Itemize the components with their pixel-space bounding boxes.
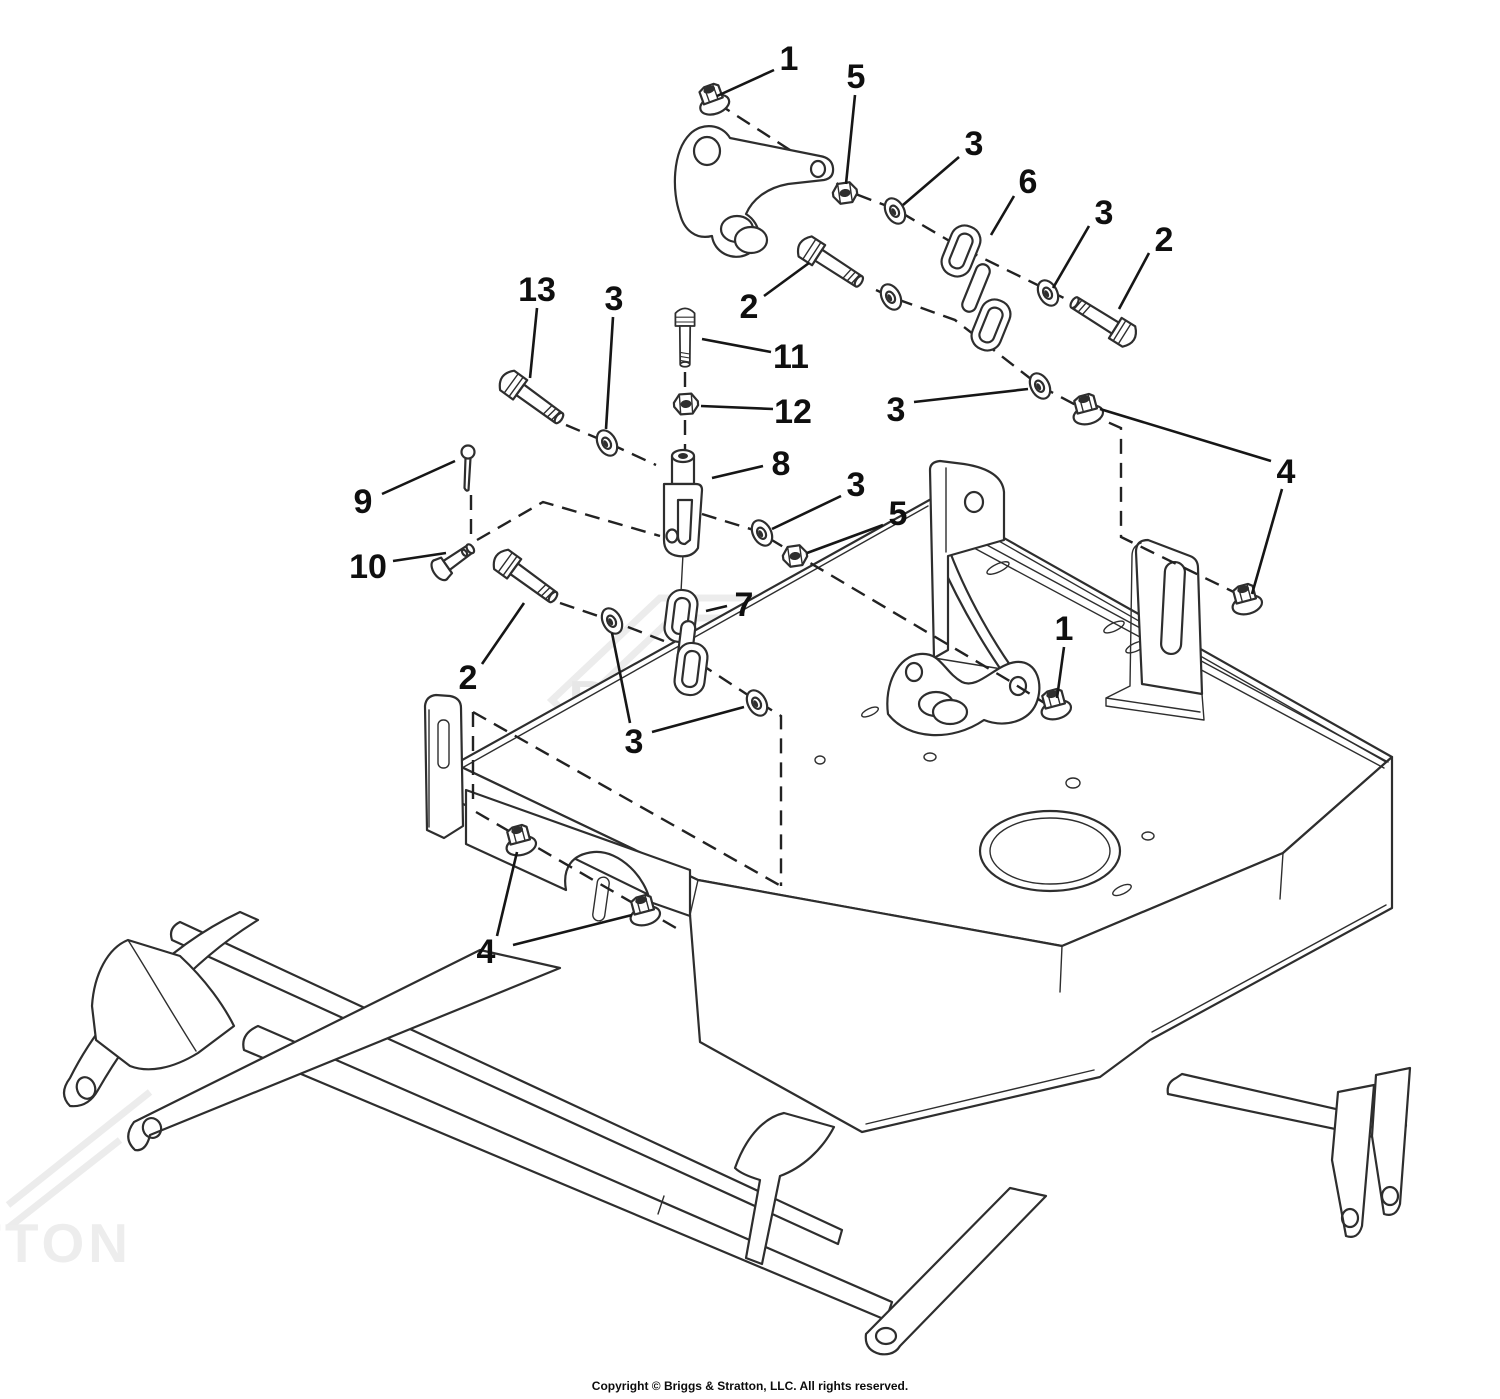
- hex-bolt-2b: [792, 232, 869, 295]
- callout-leader-line: [610, 632, 632, 724]
- clevis-chain-link-line: [680, 553, 684, 593]
- callout-leader-line: [512, 913, 633, 947]
- callout-label-1: 1: [1055, 610, 1074, 648]
- callout-label-3: 3: [847, 466, 866, 504]
- deck-holes: [814, 561, 1155, 897]
- left-slotted-plate: [423, 693, 465, 840]
- centerline-bolt13: [565, 423, 657, 467]
- construction-parallelogram: [471, 710, 782, 888]
- front-rails: [169, 920, 894, 1322]
- callout-leader-line: [1055, 646, 1066, 699]
- callout-label-2: 2: [1155, 221, 1174, 259]
- lift-bracket-exploded: [673, 125, 835, 258]
- hex-nut-5b: [780, 543, 810, 569]
- callout-label-2: 2: [459, 659, 478, 697]
- callout-leader-line: [700, 404, 774, 411]
- callout-leader-line: [528, 307, 539, 379]
- callout-leader-line: [651, 705, 745, 734]
- callout-leader-line: [604, 316, 615, 430]
- callout-label-4: 4: [1277, 453, 1296, 491]
- callout-leader-line: [480, 602, 526, 665]
- callout-label-5: 5: [847, 58, 866, 96]
- callout-leader-line: [701, 337, 772, 354]
- callout-label-3: 3: [1095, 194, 1114, 232]
- flange-nut-4b: [1226, 580, 1266, 619]
- callout-label-10: 10: [349, 548, 387, 586]
- cotter-pin-9: [460, 444, 476, 492]
- callout-label-4: 4: [477, 933, 496, 971]
- callout-leader-line: [771, 494, 842, 531]
- callout-leader-line: [495, 851, 519, 937]
- washer-3h: [591, 425, 623, 461]
- clevis-pin-10: [426, 536, 481, 585]
- callout-label-3: 3: [887, 391, 906, 429]
- callout-label-3: 3: [965, 125, 984, 163]
- callout-label-2: 2: [740, 288, 759, 326]
- centerline-clevis-pin: [469, 495, 661, 542]
- flange-nut-4a: [1067, 390, 1107, 429]
- clevis-8: [662, 448, 704, 558]
- callout-label-13: 13: [518, 271, 556, 309]
- callout-leader-line: [902, 156, 960, 206]
- callout-label-3: 3: [625, 723, 644, 761]
- watermark-fragment-text: TTON: [0, 1212, 132, 1274]
- deck-skirt-seams: [689, 852, 1387, 1125]
- callout-label-7: 7: [735, 586, 754, 624]
- callout-label-11: 11: [773, 338, 809, 376]
- callout-leader-line: [711, 464, 764, 480]
- callout-label-3: 3: [605, 280, 624, 318]
- hardware-layer: [426, 79, 1266, 930]
- callout-leader-line: [1117, 252, 1151, 310]
- chain-6: [936, 220, 1016, 356]
- callout-label-1: 1: [780, 40, 799, 78]
- callout-leader-line: [705, 604, 728, 613]
- callout-leader-line: [392, 551, 447, 563]
- callout-leader-line: [381, 459, 456, 496]
- flange-nut-1a: [692, 79, 733, 120]
- callout-leader-line: [806, 523, 884, 555]
- hex-nut-5a: [830, 180, 860, 206]
- callout-label-8: 8: [772, 445, 791, 483]
- hex-bolt-13: [494, 366, 570, 431]
- rear-slotted-bracket: [1105, 538, 1205, 721]
- hanger-arm-front-mid: [127, 948, 562, 1152]
- copyright-notice: Copyright © Briggs & Stratton, LLC. All …: [591, 1379, 909, 1393]
- callout-leader-line: [989, 195, 1016, 236]
- rear-lift-bracket-installed: [886, 652, 1041, 737]
- callout-leader-line: [1250, 488, 1284, 595]
- hex-nut-12: [672, 392, 700, 416]
- hanger-arm-front-left: [62, 910, 260, 1108]
- washer-3e: [746, 515, 778, 551]
- callout-label-6: 6: [1019, 163, 1038, 201]
- callout-label-5: 5: [889, 495, 908, 533]
- callout-label-12: 12: [774, 393, 812, 431]
- anti-scalp-bracket-left: [90, 938, 236, 1071]
- callout-leader-line: [913, 387, 1029, 404]
- hex-bolt-11: [674, 307, 696, 368]
- washer-3d: [1024, 368, 1056, 404]
- callout-label-9: 9: [354, 483, 373, 521]
- anti-scalp-bracket-right: [1166, 1066, 1412, 1238]
- watermark-fragment-chevron: [5, 1089, 153, 1231]
- hanger-arm-front-center: [864, 1186, 1048, 1356]
- callout-leader-line: [844, 94, 857, 185]
- hex-bolt-2a: [1064, 289, 1142, 351]
- hex-bolt-2c: [488, 545, 564, 610]
- callout-leader-line: [716, 68, 775, 98]
- washer-3a: [879, 193, 911, 229]
- callout-leader-line: [763, 261, 810, 298]
- callout-leader-line: [1051, 225, 1091, 289]
- anti-scalp-bracket-center: [733, 1111, 836, 1266]
- washer-3c: [875, 279, 907, 315]
- callout-leader-line: [1099, 407, 1272, 463]
